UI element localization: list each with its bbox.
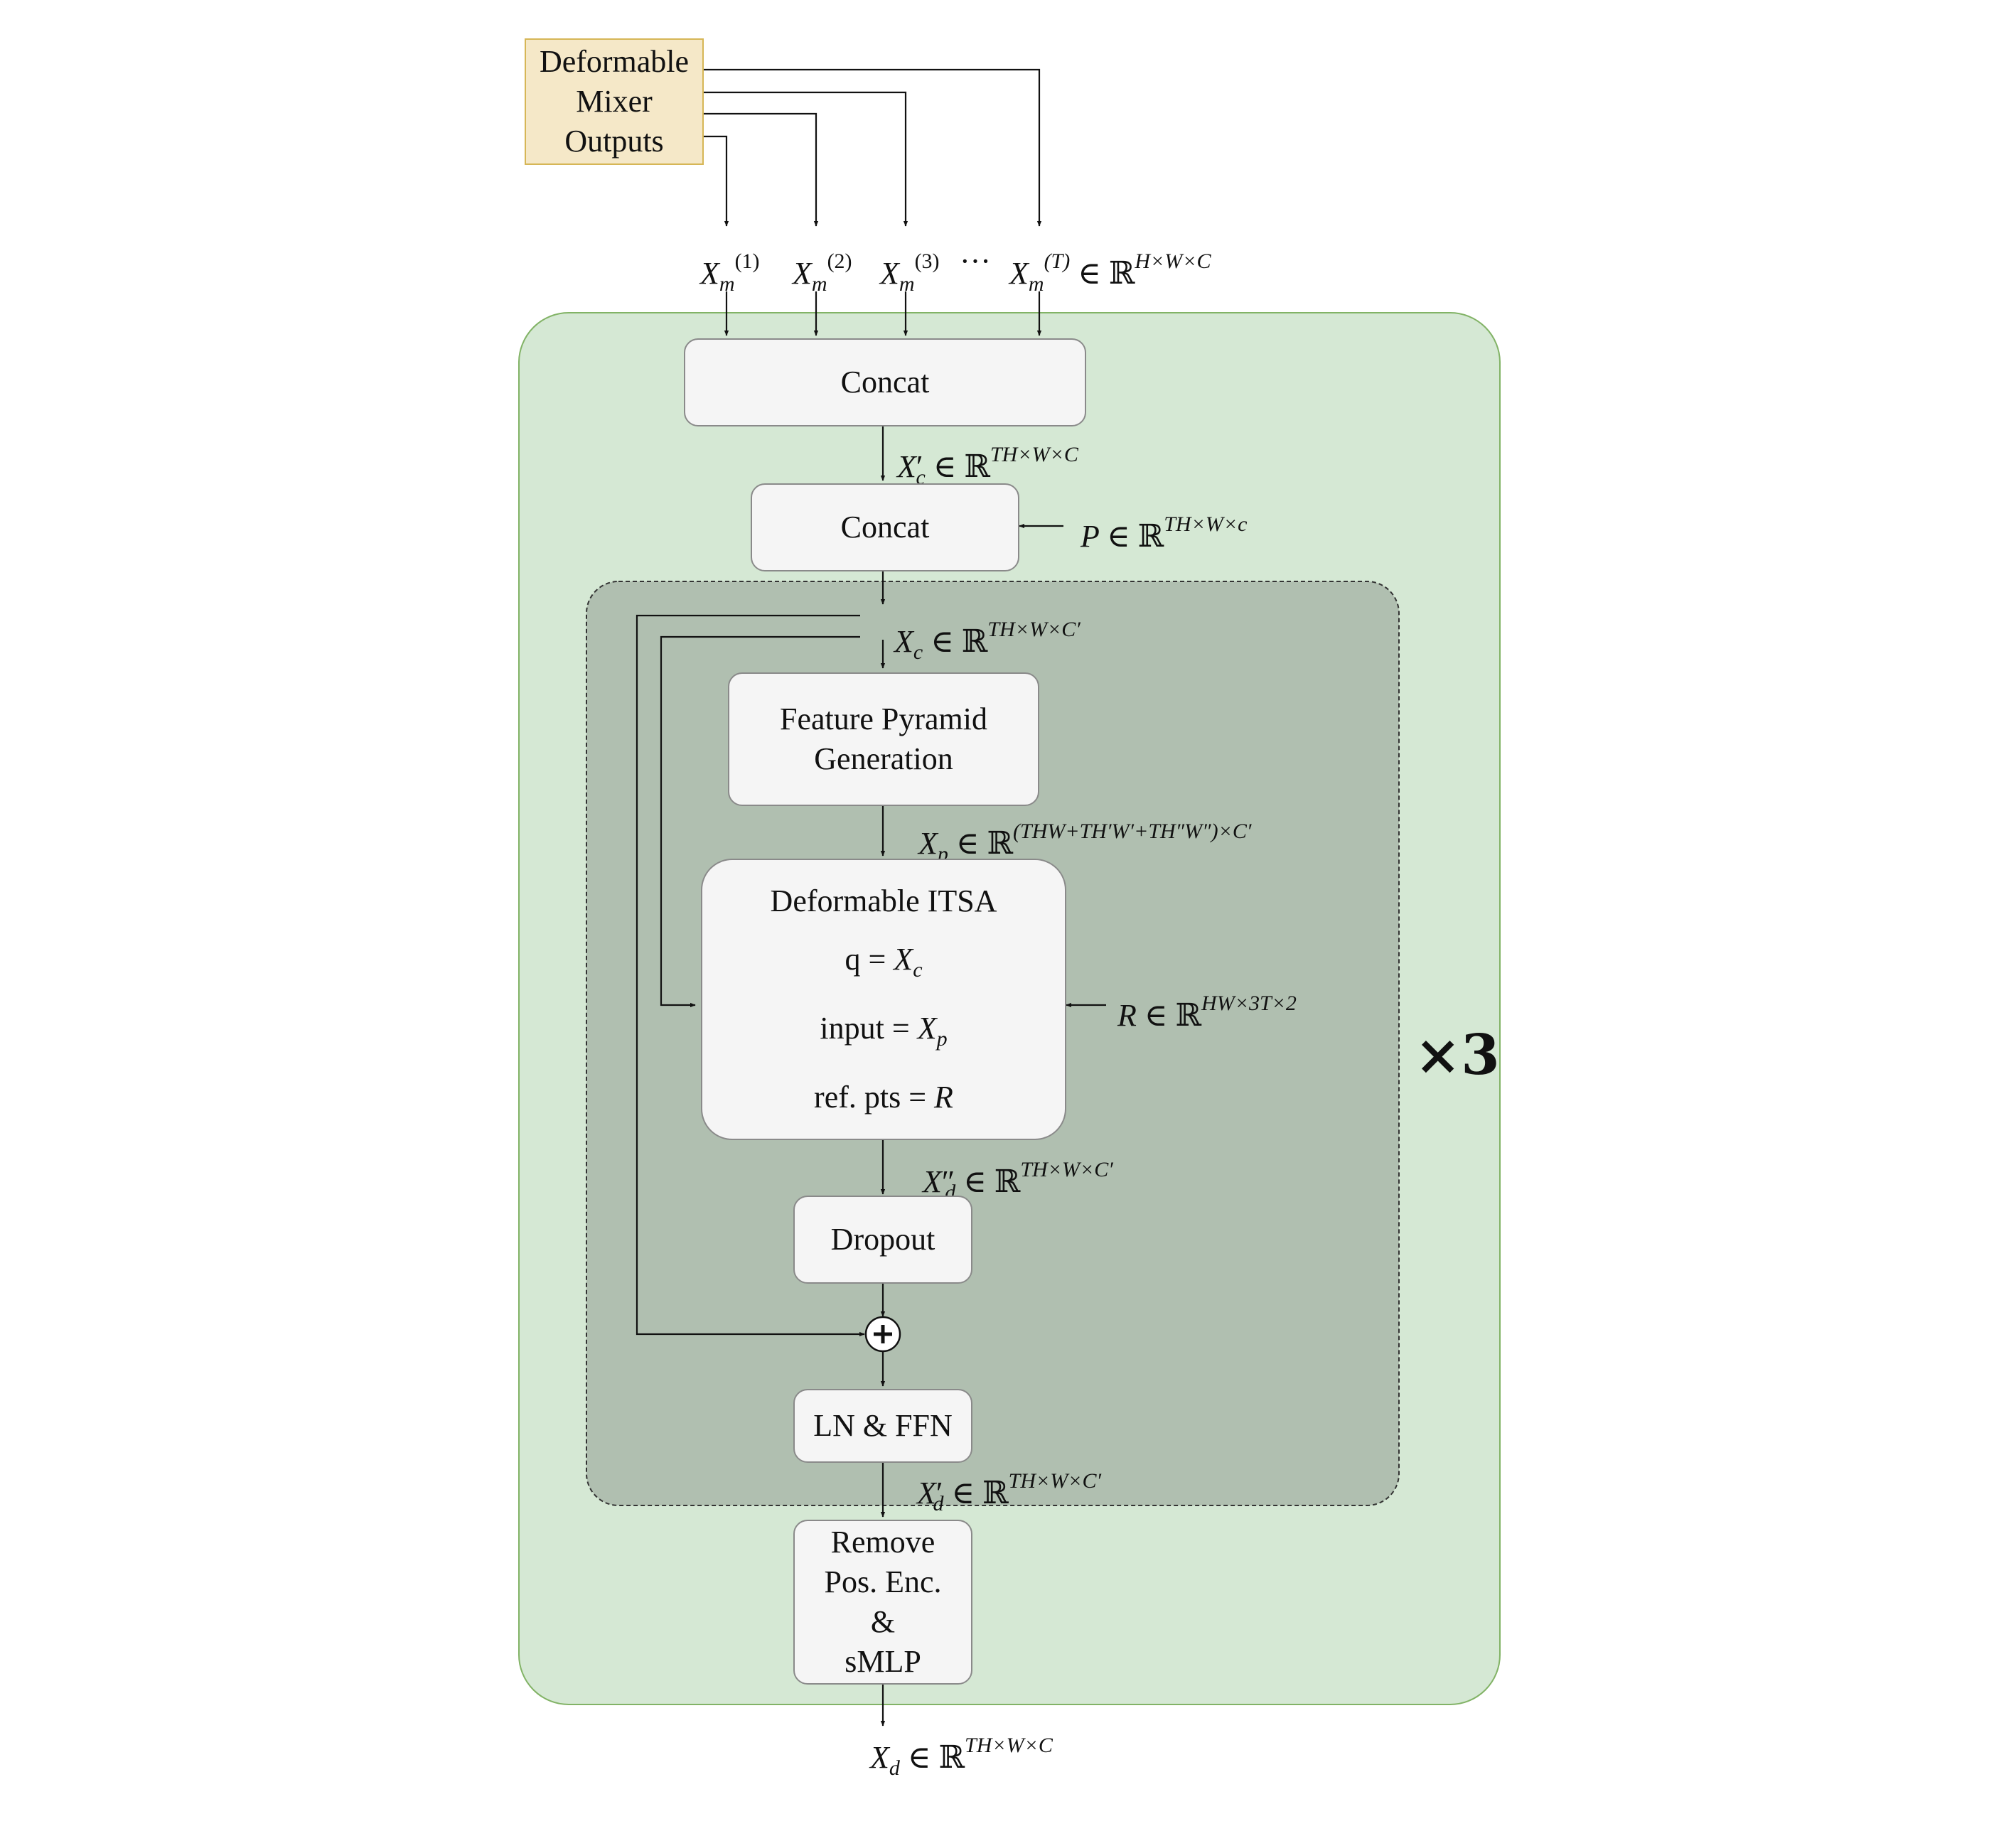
remove-line-1: Remove <box>830 1525 935 1559</box>
xc-prime-label: X′c ∈ ℝTH×W×C <box>897 443 1078 489</box>
xd-double-prime-label: X″d ∈ ℝTH×W×C′ <box>923 1158 1113 1204</box>
xc-label: Xc ∈ ℝTH×W×C′ <box>894 618 1081 664</box>
itsa-input: input = Xp <box>820 1011 948 1051</box>
ln-ffn-label: LN & FFN <box>813 1408 953 1443</box>
residual-add-icon <box>864 1316 901 1353</box>
deformable-itsa-box: Deformable ITSA q = Xc input = Xp ref. p… <box>701 859 1066 1140</box>
arrow-source-to-x1 <box>704 135 729 227</box>
repeat-count-label: ×3 <box>1415 1023 1500 1088</box>
itsa-title: Deformable ITSA <box>770 884 997 918</box>
arrow-source-to-x3 <box>704 91 908 227</box>
input-ellipsis: ··· <box>960 244 991 279</box>
xd-prime-label: X′d ∈ ℝTH×W×C′ <box>917 1469 1102 1515</box>
concat-box-2: Concat <box>751 483 1019 571</box>
itsa-reference-points: ref. pts = R <box>814 1080 953 1115</box>
input-x1-label: Xm(1) <box>700 249 760 296</box>
feature-pyramid-box: Feature Pyramid Generation <box>728 672 1039 806</box>
concat-box-1: Concat <box>684 338 1086 426</box>
query-skip-line <box>660 635 860 1008</box>
input-x2-label: Xm(2) <box>793 249 852 296</box>
remove-line-4: sMLP <box>845 1644 921 1679</box>
pyramid-line-2: Generation <box>814 741 953 776</box>
deformable-mixer-outputs-box: Deformable Mixer Outputs <box>525 38 704 165</box>
remove-line-3: & <box>870 1604 896 1639</box>
dropout-box: Dropout <box>793 1196 972 1284</box>
itsa-query: q = Xc <box>845 942 923 982</box>
concat-1-label: Concat <box>840 365 930 399</box>
source-line-2: Mixer <box>576 84 653 119</box>
xp-label: Xp ∈ ℝ(THW+TH′W′+TH″W″)×C′ <box>918 820 1252 866</box>
source-line-1: Deformable <box>539 44 690 79</box>
positional-encoding-input-label: P ∈ ℝTH×W×c <box>1081 512 1248 554</box>
output-xd-label: Xd ∈ ℝTH×W×C <box>870 1734 1053 1780</box>
remove-pos-enc-smlp-box: Remove Pos. Enc. & sMLP <box>793 1520 972 1685</box>
ln-ffn-box: LN & FFN <box>793 1389 972 1463</box>
dropout-label: Dropout <box>830 1222 935 1257</box>
remove-line-2: Pos. Enc. <box>824 1564 942 1599</box>
concat-2-label: Concat <box>840 510 930 544</box>
source-line-3: Outputs <box>564 124 664 159</box>
arrow-source-to-x2 <box>704 112 819 227</box>
residual-skip-line <box>636 614 865 1337</box>
reference-points-input-label: R ∈ ℝHW×3T×2 <box>1117 992 1297 1033</box>
arrow-source-to-xT <box>704 68 1042 227</box>
input-x3-label: Xm(3) <box>880 249 940 296</box>
input-xT-label: Xm(T) ∈ ℝH×W×C <box>1009 249 1211 296</box>
pyramid-line-1: Feature Pyramid <box>779 702 988 736</box>
